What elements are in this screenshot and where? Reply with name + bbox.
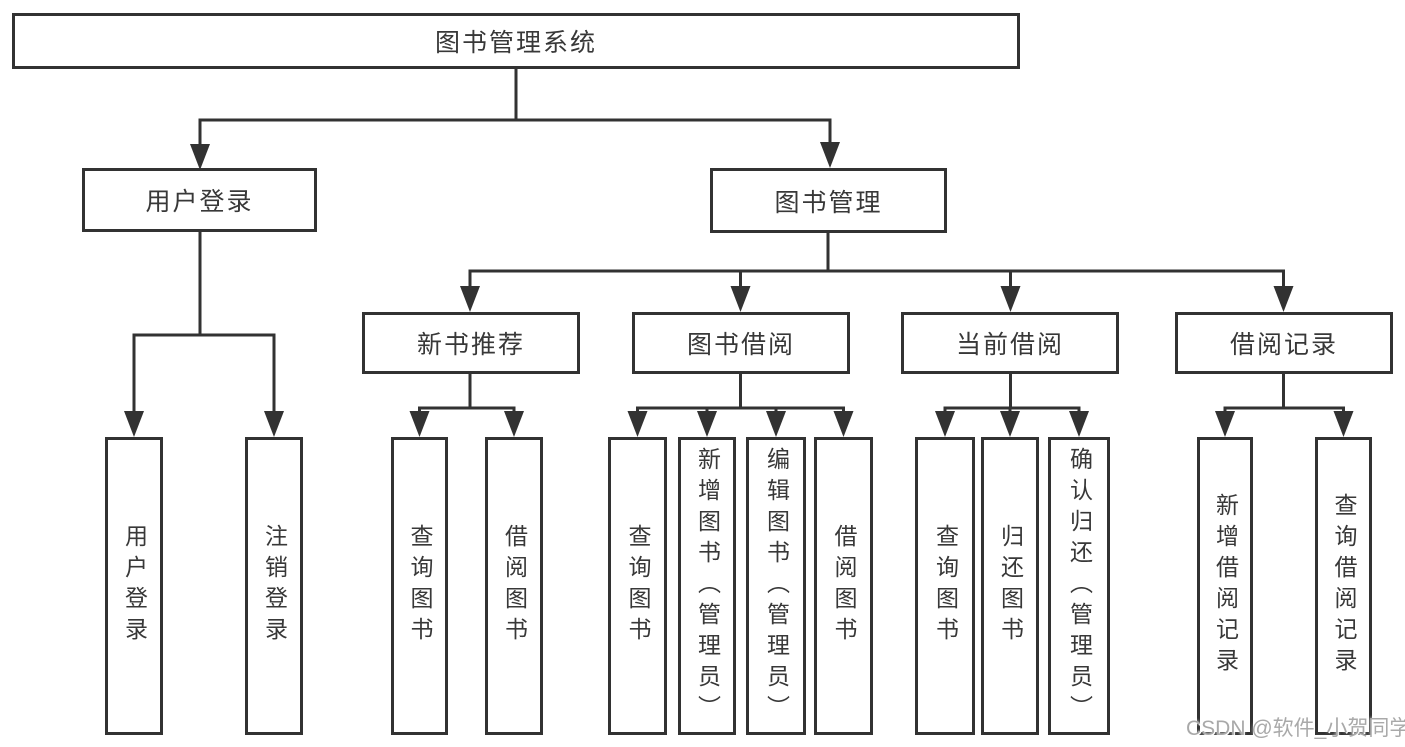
leaf-label: 新增图书（管理员） bbox=[694, 446, 721, 726]
leaf-label: 借阅图书 bbox=[501, 524, 528, 648]
leaf-label: 用户登录 bbox=[121, 524, 148, 648]
node-label: 图书借阅 bbox=[686, 331, 795, 359]
leaf-label: 注销登录 bbox=[261, 524, 288, 648]
node-label: 用户登录 bbox=[145, 188, 254, 216]
leaf-label: 借阅图书 bbox=[831, 524, 857, 648]
leaf-query-books-recommendation: 查询图书 bbox=[391, 437, 448, 735]
leaf-confirm-return-admin: 确认归还（管理员） bbox=[1048, 437, 1110, 735]
leaf-borrow-books-recommendation: 借阅图书 bbox=[485, 437, 543, 735]
leaf-return-books: 归还图书 bbox=[981, 437, 1039, 735]
leaf-add-borrow-record: 新增借阅记录 bbox=[1197, 437, 1253, 735]
node-new-book-recommendation: 新书推荐 bbox=[362, 312, 580, 374]
node-user-login-branch: 用户登录 bbox=[82, 168, 317, 232]
leaf-label: 查询图书 bbox=[625, 524, 651, 648]
leaf-edit-books-admin: 编辑图书（管理员） bbox=[746, 437, 806, 735]
leaf-query-books-borrowing: 查询图书 bbox=[608, 437, 667, 735]
leaf-query-books-current: 查询图书 bbox=[915, 437, 975, 735]
node-library-management-system: 图书管理系统 bbox=[12, 13, 1020, 69]
arrow-down-icons bbox=[124, 142, 1354, 437]
leaf-label: 编辑图书（管理员） bbox=[763, 446, 790, 726]
leaf-label: 查询图书 bbox=[407, 524, 433, 648]
node-label: 当前借阅 bbox=[955, 331, 1064, 359]
node-book-borrowing: 图书借阅 bbox=[632, 312, 850, 374]
node-borrowing-records: 借阅记录 bbox=[1175, 312, 1393, 374]
node-current-borrowing: 当前借阅 bbox=[901, 312, 1119, 374]
leaf-label: 查询图书 bbox=[932, 524, 959, 648]
node-label: 图书管理 bbox=[774, 188, 883, 217]
leaf-borrow-books: 借阅图书 bbox=[814, 437, 873, 735]
leaf-label: 归还图书 bbox=[997, 524, 1024, 648]
leaf-logout: 注销登录 bbox=[245, 437, 303, 735]
watermark-text: CSDN @软件_小贺同学 bbox=[1186, 717, 1405, 740]
leaf-label: 确认归还（管理员） bbox=[1066, 446, 1093, 726]
node-label: 借阅记录 bbox=[1229, 331, 1338, 359]
node-label: 图书管理系统 bbox=[434, 29, 597, 57]
node-book-management: 图书管理 bbox=[710, 168, 947, 233]
leaf-label: 查询借阅记录 bbox=[1331, 493, 1357, 679]
leaf-label: 新增借阅记录 bbox=[1212, 493, 1239, 679]
leaf-user-login: 用户登录 bbox=[105, 437, 163, 735]
leaf-query-borrow-record: 查询借阅记录 bbox=[1315, 437, 1372, 735]
node-label: 新书推荐 bbox=[416, 331, 525, 359]
leaf-add-books-admin: 新增图书（管理员） bbox=[678, 437, 736, 735]
